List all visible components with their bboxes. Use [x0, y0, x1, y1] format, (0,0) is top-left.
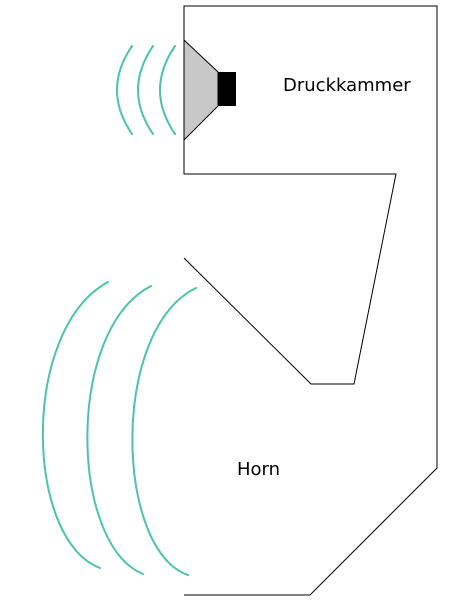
driver-sound-waves: [116, 45, 176, 135]
small-wave-3: [159, 45, 176, 135]
speaker-cone: [183, 38, 219, 142]
small-wave-1: [116, 45, 133, 135]
chamber-left-lower-wall: [183, 140, 397, 385]
large-wave-2: [86, 285, 152, 575]
horn-label: Horn: [237, 459, 280, 480]
chamber-wall: [183, 5, 438, 596]
large-wave-3: [131, 287, 197, 576]
loudspeaker-icon: [183, 38, 236, 142]
small-wave-2: [137, 45, 154, 135]
large-wave-1: [41, 281, 109, 569]
speaker-magnet: [218, 72, 236, 106]
chamber-label: Druckkammer: [283, 75, 411, 96]
horn-sound-waves: [41, 281, 197, 576]
enclosure: [183, 5, 438, 596]
